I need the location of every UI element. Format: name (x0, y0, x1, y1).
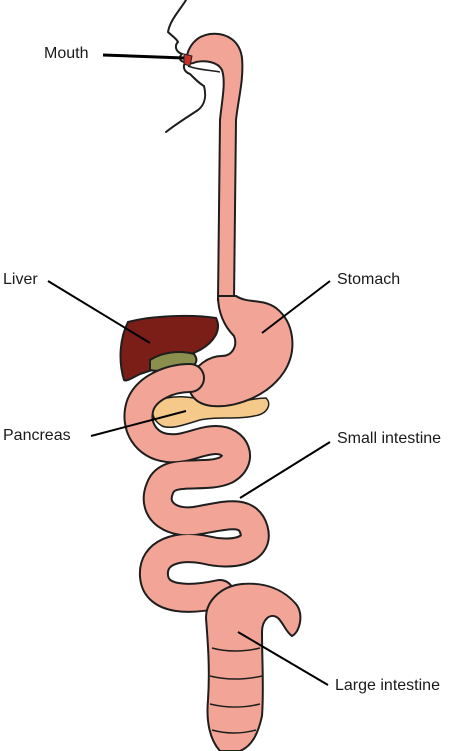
label-mouth: Mouth (44, 45, 89, 62)
liver-leader-line (47, 280, 151, 344)
colon-fold-3 (209, 703, 261, 708)
face-profile (165, 0, 207, 133)
small-intestine-fill (125, 365, 268, 611)
pancreas-leader-line (90, 410, 187, 437)
large-intestine-shape (204, 582, 302, 751)
stomach-shape (188, 295, 294, 408)
mouth-leader-line (102, 53, 185, 60)
tongue (187, 65, 221, 73)
label-stomach: Stomach (337, 271, 401, 288)
colon-fold-4 (211, 729, 257, 734)
label-small-intestine: Small intestine (337, 430, 442, 447)
mouth-cavity (184, 32, 244, 301)
stomach-leader-line (261, 280, 331, 334)
small-intestine-leader-line (239, 441, 331, 499)
colon-fold-2 (209, 675, 263, 680)
colon-fold-1 (211, 647, 261, 652)
large-intestine-leader-line (237, 631, 329, 686)
lips (183, 53, 193, 67)
label-large-intestine: Large intestine (335, 677, 440, 694)
label-pancreas: Pancreas (3, 427, 71, 444)
label-liver: Liver (3, 271, 38, 288)
